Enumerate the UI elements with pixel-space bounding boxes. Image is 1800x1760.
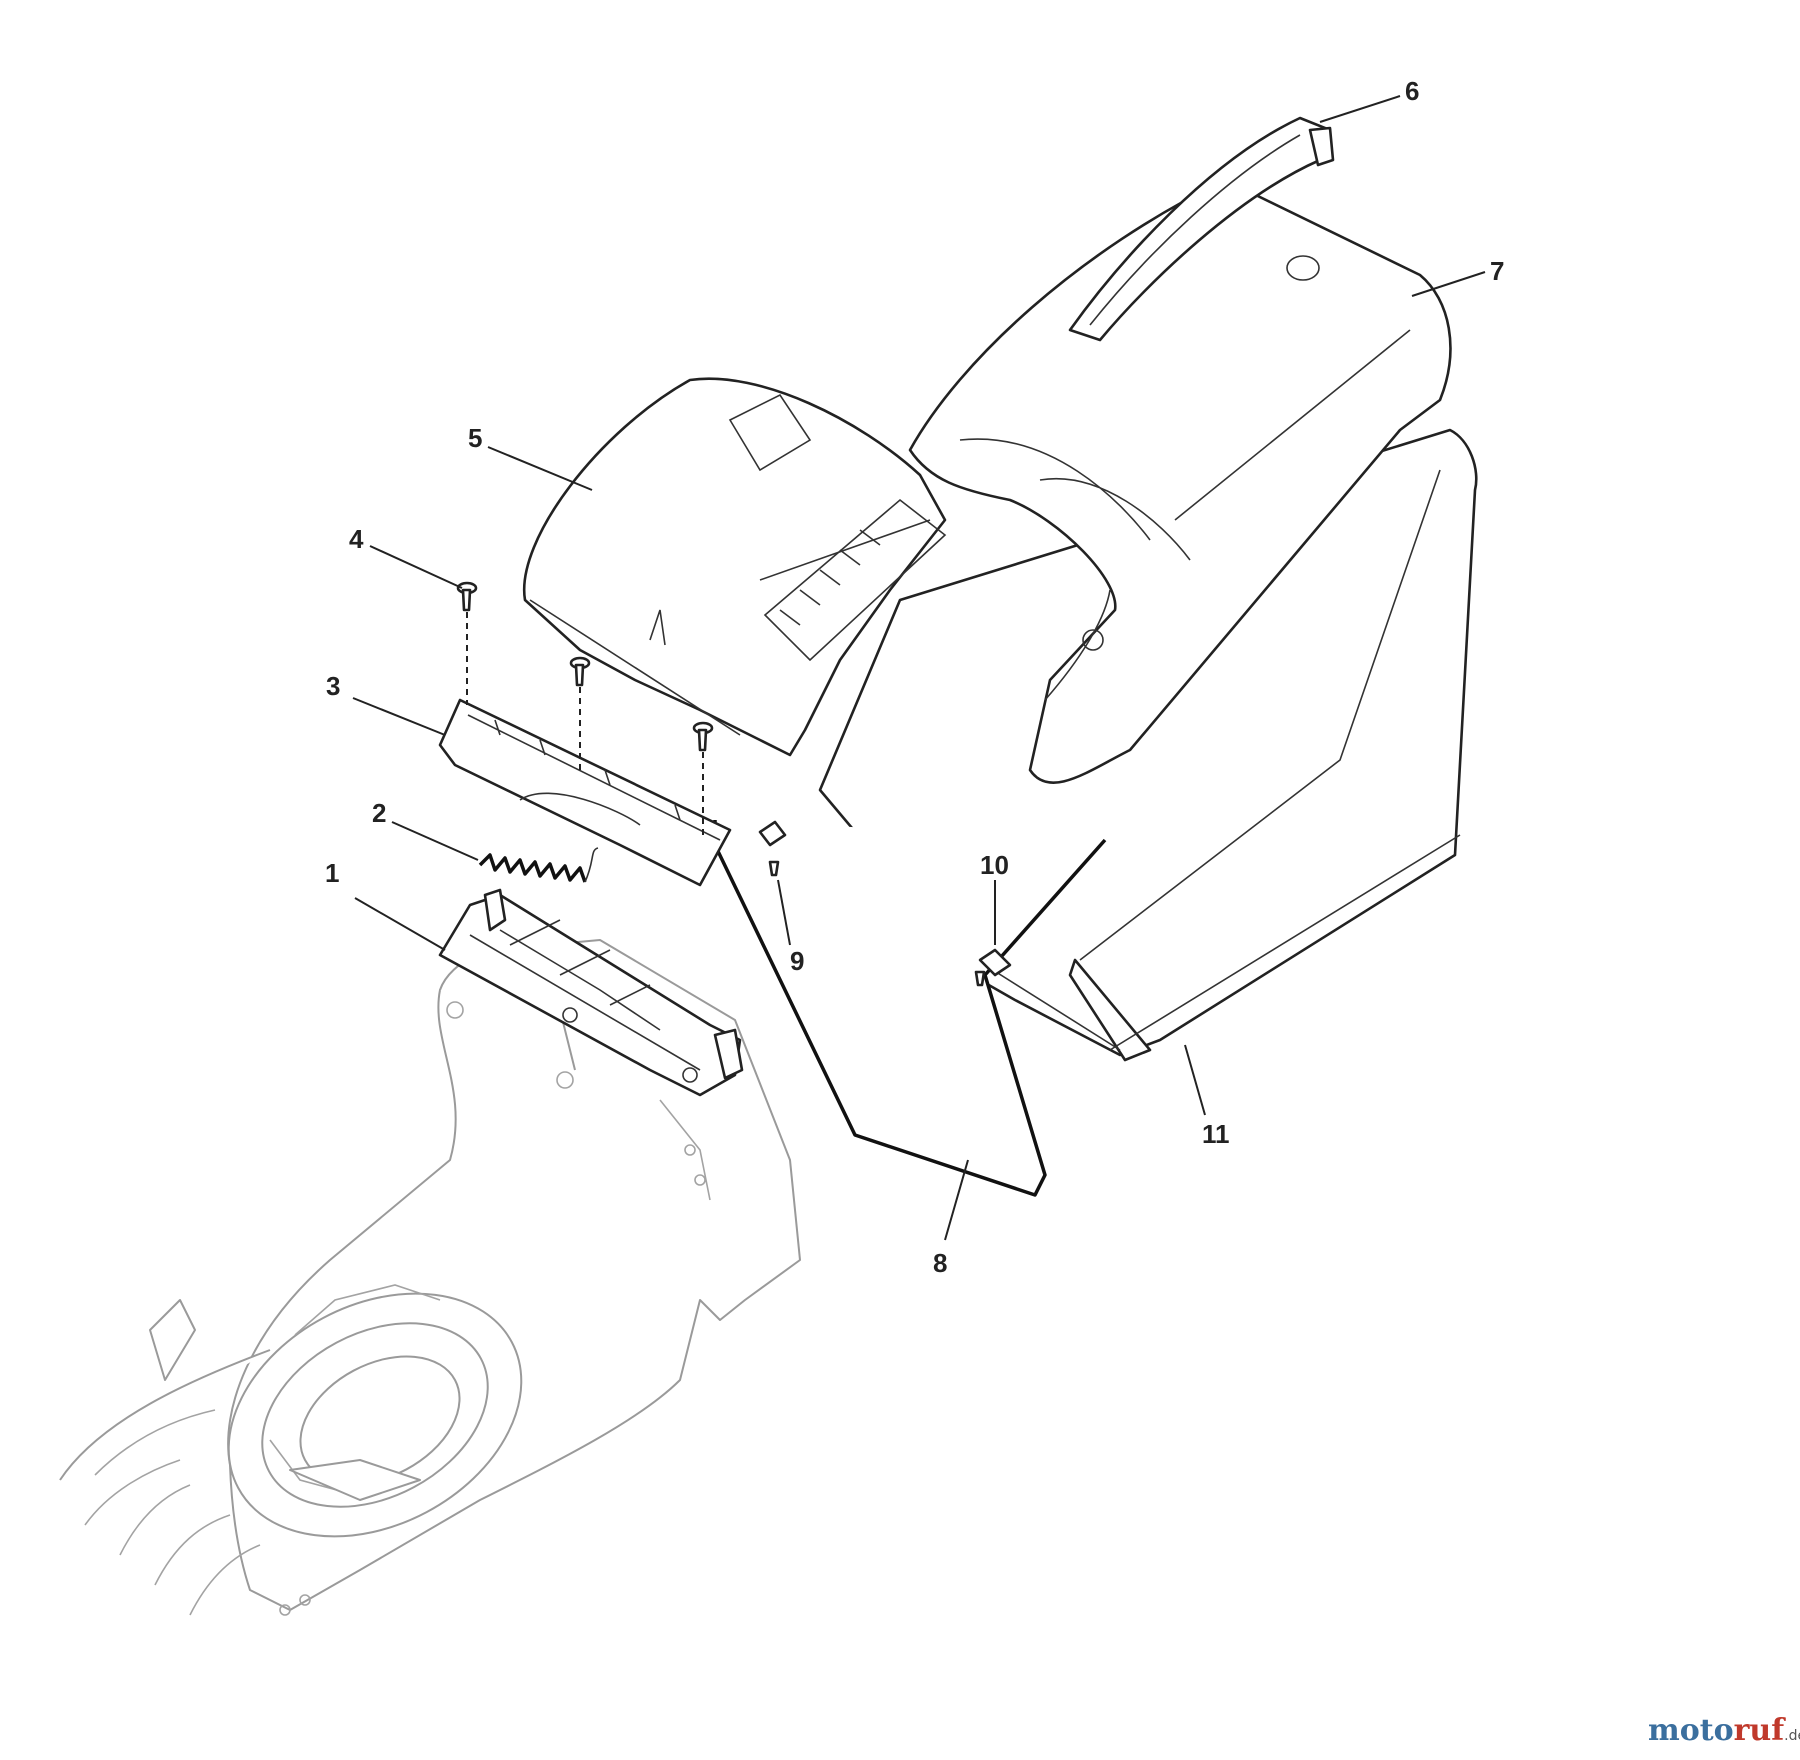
callout-9: 9 <box>790 946 804 976</box>
watermark-de: .de <box>1784 1728 1800 1744</box>
watermark-logo: motoruf.de <box>1648 1713 1800 1748</box>
callout-2: 2 <box>372 798 386 828</box>
callout-leaders <box>352 95 1486 1241</box>
screw-1 <box>456 581 478 612</box>
callout-11: 11 <box>1202 1119 1230 1149</box>
warning-label <box>763 498 947 662</box>
callout-10: 10 <box>980 850 1009 880</box>
screw-2 <box>569 656 591 687</box>
bag-top-cover <box>908 178 1452 784</box>
clip-10 <box>974 948 1012 987</box>
callout-6: 6 <box>1405 76 1419 106</box>
base-plate <box>438 888 744 1097</box>
callout-3: 3 <box>326 671 340 701</box>
callout-5: 5 <box>468 423 482 453</box>
screw-3 <box>692 721 714 752</box>
watermark-ruf: ruf <box>1734 1713 1787 1748</box>
watermark-moto: moto <box>1648 1713 1734 1748</box>
callout-1: 1 <box>325 858 339 888</box>
callout-4: 4 <box>349 524 364 554</box>
bag-handle <box>1068 116 1335 342</box>
mower-deck <box>59 939 801 1616</box>
hinge-bar <box>438 698 732 887</box>
clip-9 <box>758 820 787 877</box>
callout-7: 7 <box>1490 256 1504 286</box>
svg-text:motoruf.de: motoruf.de <box>1648 1713 1800 1748</box>
rear-flap <box>522 377 947 757</box>
spring <box>478 847 599 883</box>
callout-8: 8 <box>933 1248 947 1278</box>
callout-numbers: 1 2 3 4 5 6 7 8 9 10 11 <box>325 76 1504 1278</box>
